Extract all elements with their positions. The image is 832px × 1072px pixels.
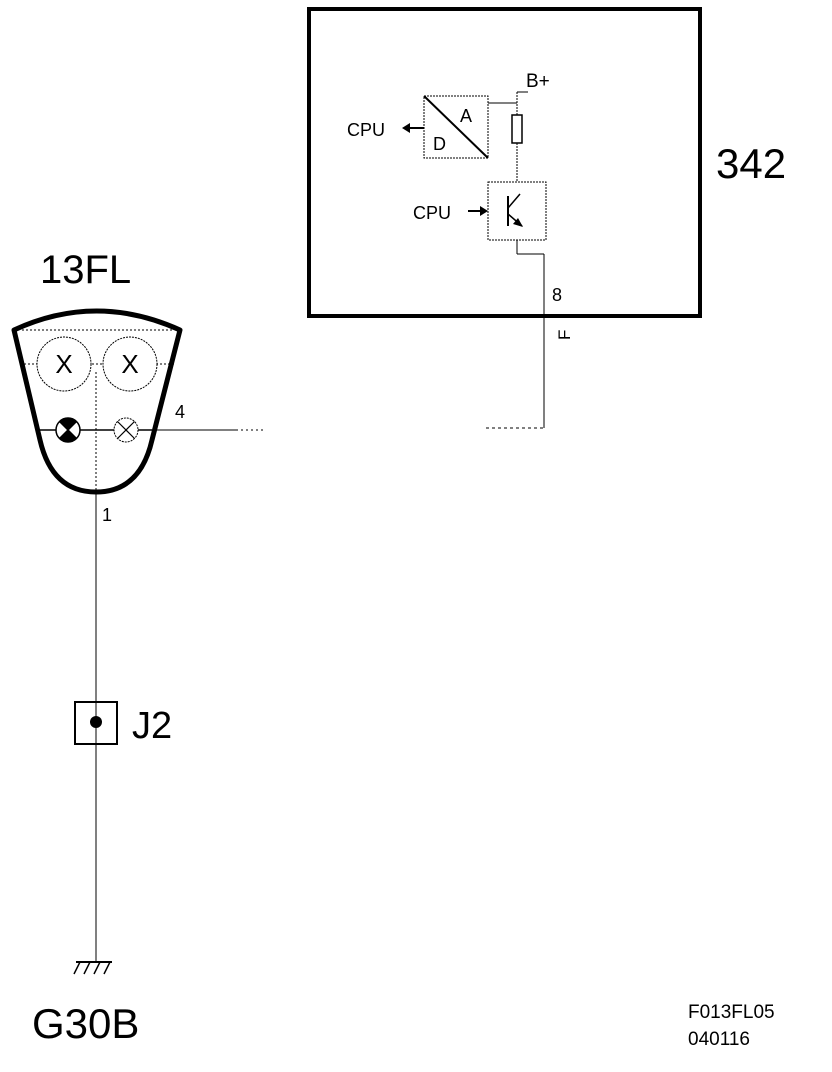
pin-8-label: 8 <box>552 285 562 305</box>
ad-converter-d-label: D <box>433 134 446 154</box>
transistor-block: CPU <box>413 181 547 241</box>
bulb-1-icon <box>36 336 92 392</box>
lamp-indicator-icon <box>113 417 139 443</box>
module-342-box <box>307 7 702 318</box>
pin-1-label: 1 <box>102 505 112 525</box>
pin-4-label: 4 <box>175 402 185 422</box>
junction-label: J2 <box>132 705 172 747</box>
diagram-date: 040116 <box>688 1029 750 1050</box>
lamp-13fl-id: 13FL <box>40 248 131 292</box>
ground-hatch-1 <box>73 961 81 975</box>
bulb-2-symbol: X <box>121 349 138 379</box>
ground-label: G30B <box>32 1000 139 1047</box>
diagram-code: F013FL05 <box>688 1002 775 1023</box>
transistor-box <box>487 181 547 241</box>
ground-hatch-4 <box>103 961 111 975</box>
ground-g30b: G30B <box>32 961 139 1047</box>
transistor-emitter-arrow-icon <box>513 218 523 227</box>
bulb-2-icon <box>102 336 158 392</box>
transistor-collector <box>507 193 521 209</box>
cpu-out-arrow-icon <box>402 123 410 133</box>
supply-branch: B+ <box>488 71 550 182</box>
bulb-1-symbol: X <box>55 349 72 379</box>
ground-hatch-3 <box>93 961 101 975</box>
ad-converter-diagonal <box>423 95 489 159</box>
lamp-housing <box>11 308 183 495</box>
cpu-in-arrow-icon <box>480 206 488 216</box>
ground-hatch-2 <box>83 961 91 975</box>
pin-8-wire-label: F <box>555 330 574 340</box>
module-342: 342 A D CPU B+ <box>307 7 786 318</box>
supply-label: B+ <box>526 71 550 92</box>
ad-converter-a-label: A <box>460 106 472 126</box>
filled-indicator-icon <box>55 417 81 443</box>
ad-converter: A D CPU <box>347 95 489 159</box>
module-342-id: 342 <box>716 140 786 187</box>
resistor-icon <box>511 114 523 144</box>
lamp-13fl: 13FL X X 4 1 <box>11 248 264 525</box>
cpu-in-label: CPU <box>413 203 451 223</box>
junction-j2: J2 <box>74 701 172 747</box>
cpu-out-label: CPU <box>347 120 385 140</box>
